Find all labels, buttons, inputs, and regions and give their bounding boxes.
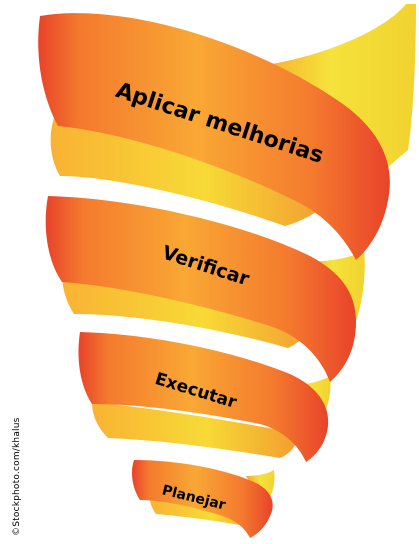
front-band-3	[78, 332, 329, 462]
front-band-1	[38, 13, 390, 260]
band-fold-1	[50, 118, 330, 226]
front-band-2	[45, 196, 357, 382]
front-band-4	[132, 460, 273, 538]
band-fold-3	[92, 402, 300, 458]
image-credit: ©Stockphoto.com/khalus	[12, 417, 22, 536]
band-fold-2	[62, 274, 318, 348]
